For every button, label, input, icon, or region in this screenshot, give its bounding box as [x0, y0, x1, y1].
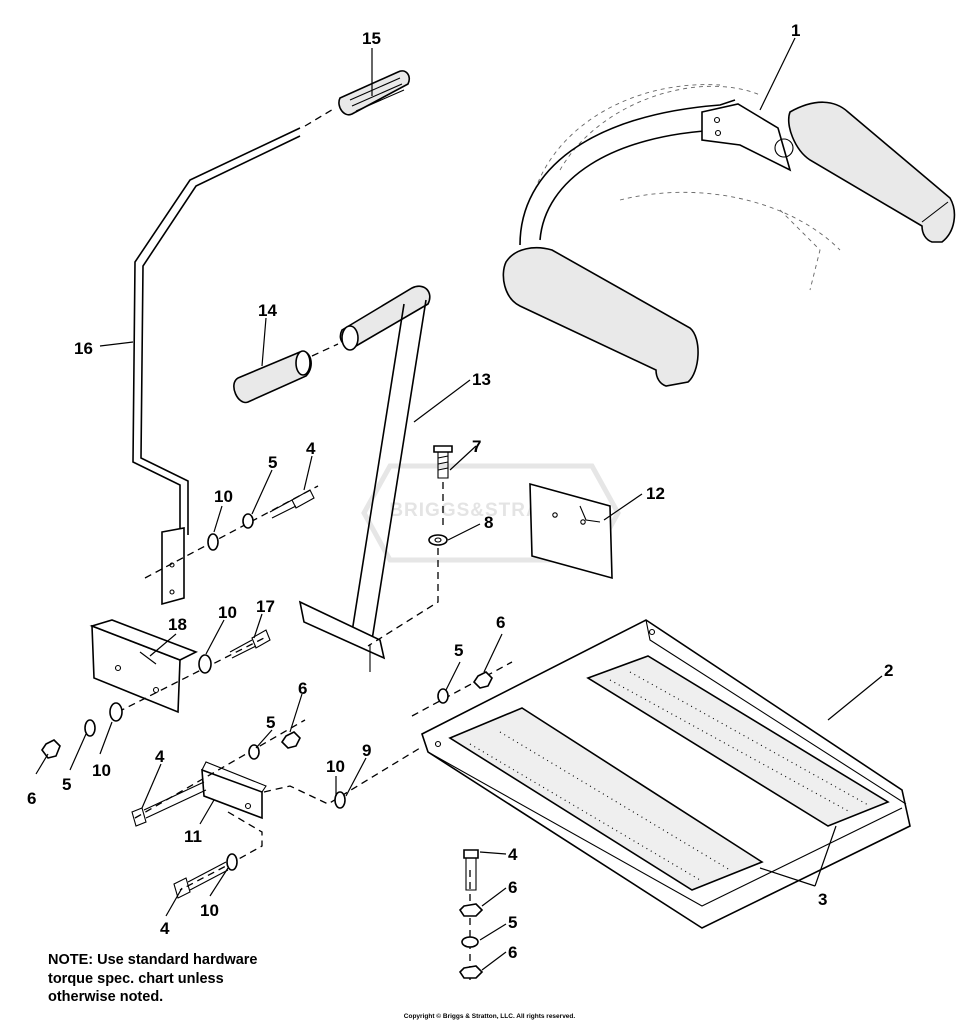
callout-5-upper: 5 — [268, 453, 277, 472]
callout-5-right: 5 — [454, 641, 463, 660]
callout-2: 2 — [884, 661, 893, 680]
callout-5-left: 5 — [62, 775, 71, 794]
tread-part-3 — [448, 655, 890, 891]
callout-4-left: 4 — [155, 747, 165, 766]
callout-5-mid: 5 — [266, 713, 275, 732]
grip-part-15 — [338, 70, 411, 116]
callout-10-mid: 10 — [218, 603, 237, 622]
callouts: 1 2 3 15 16 14 13 7 8 12 4 5 10 17 10 18… — [27, 21, 893, 962]
sleeve-part-14 — [233, 343, 339, 404]
callout-14: 14 — [258, 301, 277, 320]
pedal-lever-part-13 — [298, 285, 431, 672]
assembly-lines — [117, 485, 513, 980]
callout-9: 9 — [362, 741, 371, 760]
callout-6-bottom-upper: 6 — [508, 878, 517, 897]
callout-1: 1 — [791, 21, 800, 40]
callout-6-bottom-lower: 6 — [508, 943, 517, 962]
note-line-2: torque spec. chart unless — [48, 970, 224, 987]
callout-10-upper: 10 — [214, 487, 233, 506]
note-line-1: NOTE: Use standard hardware — [48, 952, 258, 968]
callout-10-center: 10 — [326, 757, 345, 776]
callout-6-right: 6 — [496, 613, 505, 632]
bracket-part-12 — [529, 482, 613, 580]
callout-4-bottom: 4 — [508, 845, 518, 864]
callout-16: 16 — [74, 339, 93, 358]
footrest-part-2 — [421, 619, 911, 929]
callout-5-bottom: 5 — [508, 913, 517, 932]
bolt-part-7 — [433, 445, 453, 530]
washer-part-8 — [367, 534, 448, 647]
callout-7: 7 — [472, 437, 481, 456]
callout-15: 15 — [362, 29, 381, 48]
callout-13: 13 — [472, 370, 491, 389]
callout-10-lower: 10 — [200, 901, 219, 920]
callout-3: 3 — [818, 890, 827, 909]
callout-10-left: 10 — [92, 761, 111, 780]
callout-11: 11 — [184, 827, 202, 846]
callout-8: 8 — [484, 513, 493, 532]
bracket-part-18 — [89, 619, 198, 714]
copyright-notice: Copyright © Briggs & Stratton, LLC. All … — [403, 1013, 576, 1020]
hardware-note: NOTE: Use standard hardware torque spec.… — [48, 951, 308, 1007]
note-line-3: otherwise noted. — [48, 989, 164, 1005]
callout-6-mid: 6 — [298, 679, 307, 698]
armrest-assembly — [502, 84, 956, 387]
callout-17: 17 — [256, 597, 275, 616]
callout-4-upper: 4 — [306, 439, 316, 458]
callout-18: 18 — [168, 615, 187, 634]
plate-part-11 — [201, 761, 267, 820]
callout-6-left: 6 — [27, 789, 36, 808]
hardware — [41, 489, 493, 979]
callout-4-lower: 4 — [160, 919, 170, 938]
callout-12: 12 — [646, 484, 665, 503]
leader-lines — [35, 37, 883, 971]
